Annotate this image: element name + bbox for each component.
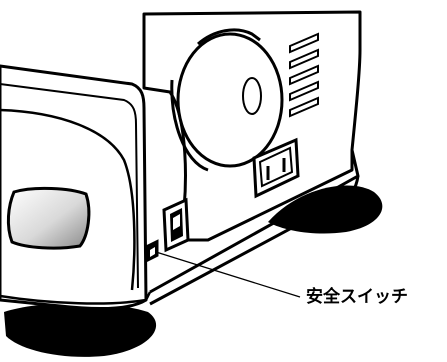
foot-front	[4, 303, 156, 357]
power-switch	[164, 200, 188, 250]
safety-switch	[146, 240, 158, 262]
drum-hub	[243, 78, 261, 114]
front-housing	[0, 66, 146, 308]
grip-panel	[8, 188, 89, 248]
safety-switch-label: 安全スイッチ	[306, 289, 408, 306]
drum-face	[178, 34, 282, 166]
